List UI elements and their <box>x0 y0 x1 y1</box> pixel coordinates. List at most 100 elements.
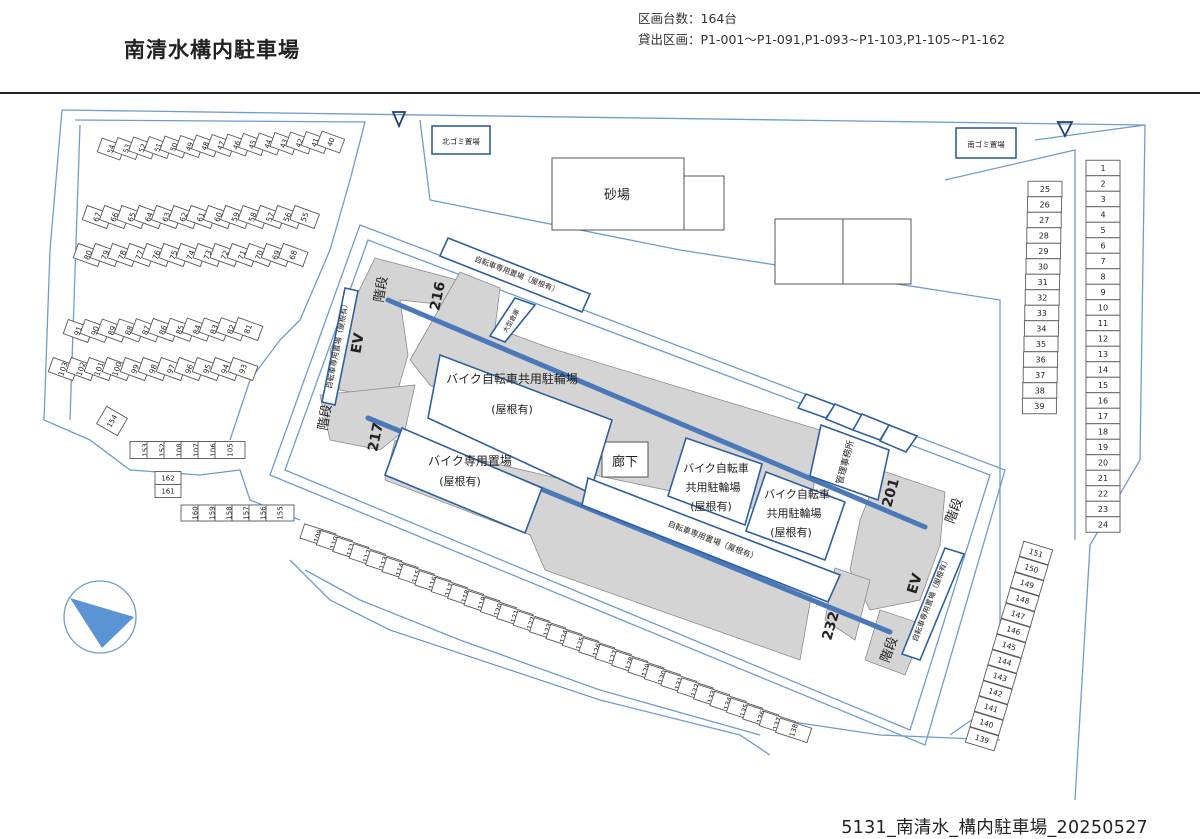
parking-space-number: 66 <box>109 211 121 223</box>
parking-space-number: 42 <box>295 138 306 149</box>
parking-space-number: 138 <box>788 723 800 738</box>
parking-space-number: 136 <box>755 709 767 725</box>
parking-space-outline <box>991 633 1027 659</box>
parking-space-number: 80 <box>82 249 94 261</box>
parking-space-outline <box>964 726 1000 752</box>
parking-space: 93 <box>227 356 259 382</box>
parking-space-number: 43 <box>279 138 290 149</box>
parking-space: 6 <box>1085 237 1121 254</box>
parking-space-number: 87 <box>140 324 152 336</box>
header-info: 区画台数：164台 貸出区画：P1-001〜P1-091,P1-093~P1-1… <box>638 8 1005 50</box>
parking-space-number: 152 <box>158 443 166 456</box>
entrance-triangle-icon <box>391 111 407 129</box>
parking-space-number: 155 <box>276 506 284 519</box>
parking-space: 27 <box>1026 211 1062 229</box>
rental-range-text: 貸出区画：P1-001〜P1-091,P1-093~P1-103,P1-105~… <box>638 32 1006 47</box>
parking-space-number: 126 <box>591 642 603 658</box>
parking-space: 29 <box>1025 242 1061 260</box>
parking-space: 1 <box>1085 159 1121 177</box>
parking-space: 105 <box>214 441 246 459</box>
parking-space-number: 57 <box>264 211 276 223</box>
parking-space: 21 <box>1085 469 1121 487</box>
parking-space: 16 <box>1085 392 1121 409</box>
parking-space-number: 158 <box>225 506 233 519</box>
parking-space-number: 70 <box>253 249 265 261</box>
parking-space: 18 <box>1085 423 1121 440</box>
parking-space: 24 <box>1085 516 1121 533</box>
stairs-label-3: 階段 <box>943 496 966 526</box>
parking-space-number: 84 <box>191 323 203 335</box>
parking-space-number: 127 <box>608 649 620 664</box>
parking-space: 14 <box>1085 361 1121 378</box>
parking-space-number: 21 <box>1098 474 1108 483</box>
parking-space-number: 123 <box>542 622 554 637</box>
moto-line2: (屋根有) <box>439 474 481 488</box>
parking-space: 19 <box>1085 438 1121 456</box>
shared-b-line3: (屋根有) <box>770 525 812 539</box>
parking-space-number: 88 <box>123 324 135 336</box>
parking-space: 22 <box>1085 485 1121 502</box>
sandbox-label: 砂場 <box>604 188 630 203</box>
parking-space-number: 29 <box>1038 247 1048 256</box>
parking-space-outline <box>775 717 813 744</box>
parking-space-number: 45 <box>247 139 258 150</box>
parking-space-outline <box>316 130 346 154</box>
parking-space-number: 16 <box>1098 396 1108 405</box>
parking-space-number: 38 <box>1035 386 1045 395</box>
parking-space-number: 77 <box>134 249 146 261</box>
blue-boxes <box>321 125 1017 661</box>
parking-space-number: 129 <box>641 663 653 678</box>
shared-a-line3: (屋根有) <box>690 499 732 513</box>
parking-space-number: 9 <box>1100 288 1105 297</box>
south-garbage-label: 南ゴミ置場 <box>967 139 1005 149</box>
parking-space: 20 <box>1085 454 1121 471</box>
parking-space: 17 <box>1085 407 1121 425</box>
parking-space-number: 113 <box>378 555 390 570</box>
parking-space-number: 86 <box>157 324 169 336</box>
bldg-201: 201 <box>879 477 902 510</box>
space-count-text: 区画台数：164台 <box>638 11 737 26</box>
parking-space-number: 11 <box>1098 319 1108 328</box>
parking-space-number: 1 <box>1100 164 1105 173</box>
parking-space-outline <box>232 316 264 342</box>
entrance-markers <box>391 111 1074 139</box>
parking-space-number: 69 <box>270 249 282 261</box>
parking-space-number: 93 <box>237 363 249 375</box>
parking-space-number: 159 <box>208 506 216 519</box>
parking-space: 154 <box>95 405 129 437</box>
parking-space: 68 <box>277 242 309 268</box>
parking-space-number: 143 <box>992 671 1009 684</box>
parking-space: 2 <box>1085 175 1121 192</box>
parking-space-number: 81 <box>242 323 254 335</box>
parking-space-number: 60 <box>212 211 224 223</box>
parking-space-number: 142 <box>987 686 1004 699</box>
parking-space-outline <box>996 618 1031 643</box>
parking-space-number: 111 <box>345 542 357 557</box>
parking-space-number: 33 <box>1037 309 1047 318</box>
parking-space-outline <box>214 441 246 459</box>
parking-space-number: 82 <box>225 323 237 335</box>
parking-space-outline <box>95 405 129 437</box>
parking-space: 161 <box>154 484 182 498</box>
parking-space-number: 46 <box>232 139 243 151</box>
parking-space-number: 98 <box>147 363 159 375</box>
parking-space-number: 63 <box>160 211 172 223</box>
parking-space: 149 <box>1009 571 1045 597</box>
parking-space-number: 10 <box>1098 303 1108 312</box>
parking-space-number: 85 <box>174 324 186 336</box>
parking-space-number: 110 <box>329 535 341 550</box>
parking-space-number: 14 <box>1098 365 1108 374</box>
parking-space: 3 <box>1085 190 1121 208</box>
parking-space-number: 125 <box>575 636 587 651</box>
parking-space-number: 128 <box>624 656 636 671</box>
parking-space: 25 <box>1027 180 1063 198</box>
parking-space: 138 <box>775 717 813 744</box>
parking-space: 9 <box>1085 283 1121 301</box>
parking-space-outline <box>1005 587 1040 612</box>
parking-space-number: 107 <box>192 443 200 456</box>
parking-space: 140 <box>969 711 1004 736</box>
parking-space-number: 6 <box>1100 241 1105 250</box>
parking-space-number: 3 <box>1100 195 1105 204</box>
parking-space-number: 117 <box>444 582 456 597</box>
parking-space: 13 <box>1085 345 1121 363</box>
